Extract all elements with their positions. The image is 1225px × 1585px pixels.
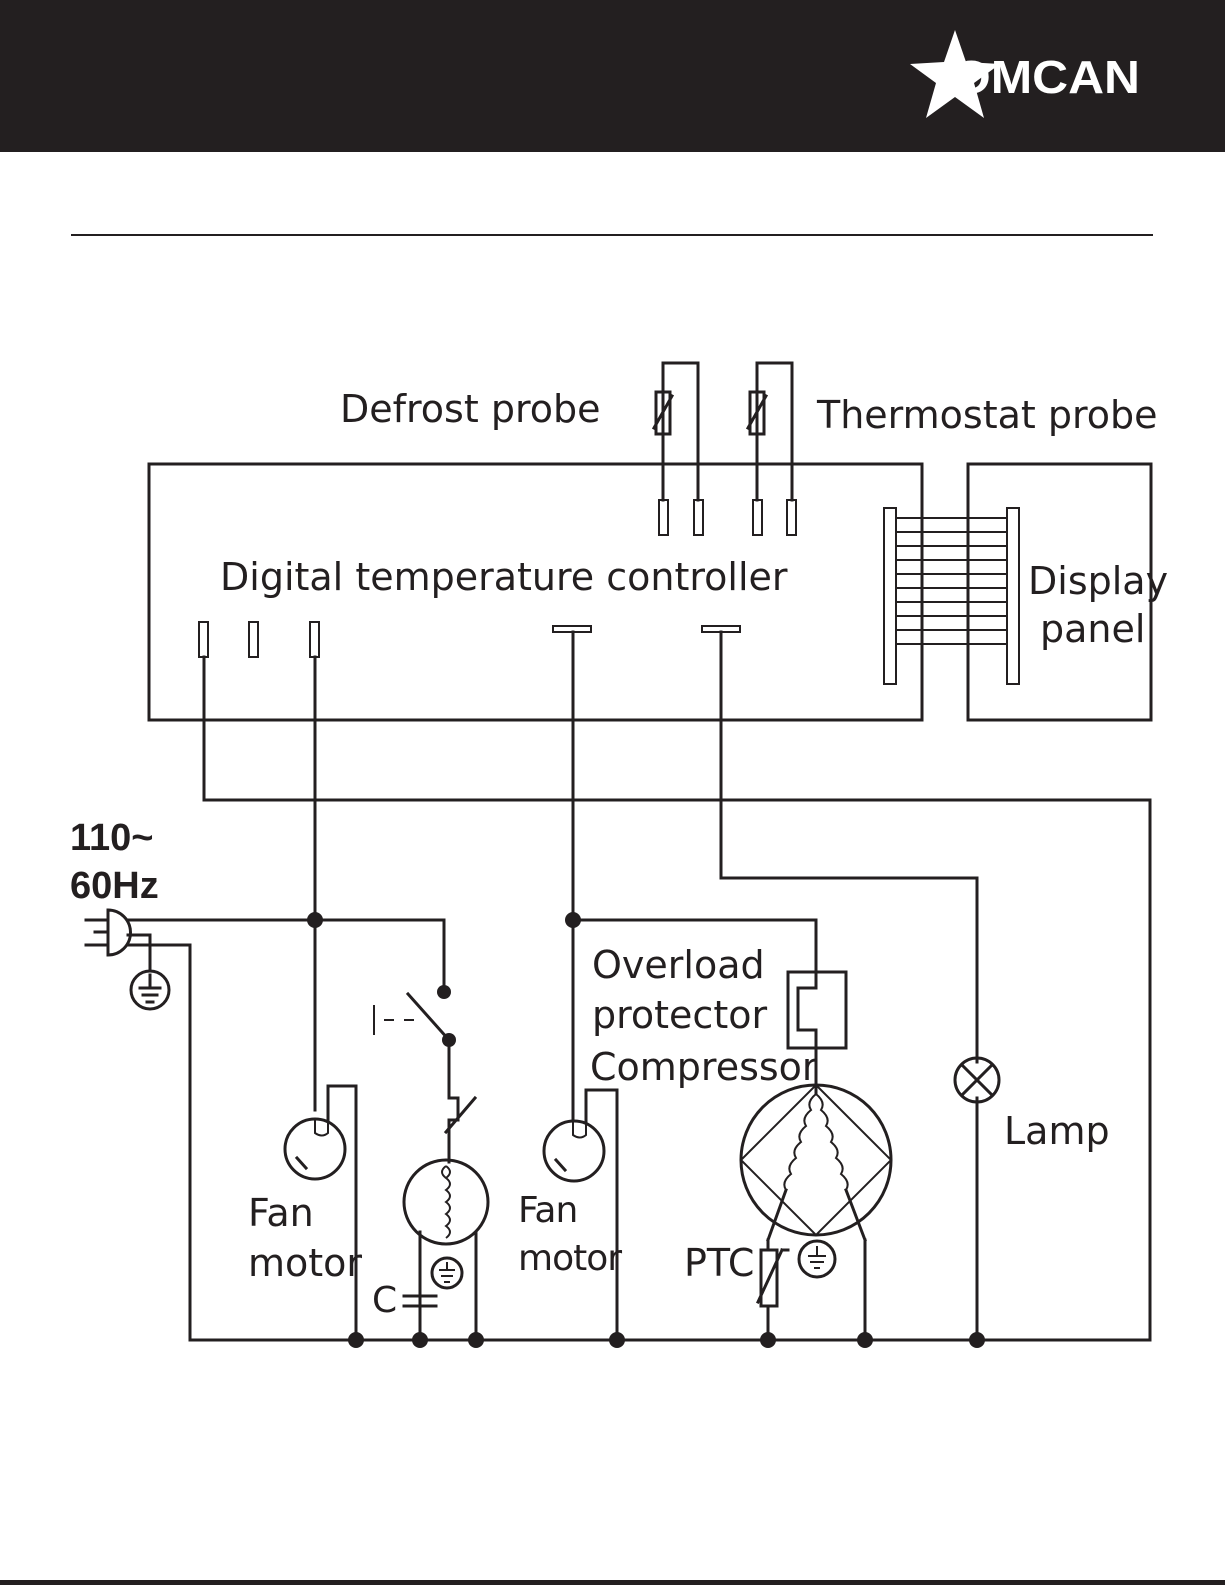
defrost-probe-label: Defrost probe (340, 387, 601, 431)
probe-terminals (659, 500, 796, 535)
lamp-symbol (955, 1058, 999, 1102)
display-label-line2: panel (1040, 607, 1145, 651)
compressor-symbol (741, 1085, 891, 1340)
power-plug-icon (86, 910, 169, 1009)
door-switch-symbol (374, 985, 475, 1162)
ptc-symbol (758, 1240, 788, 1340)
display-ribbon-connector (884, 508, 1019, 684)
thermostat-probe-label: Thermostat probe (816, 393, 1158, 437)
overload-label-line1: Overload (592, 943, 765, 987)
fan-motor-1-label-line2: motor (248, 1241, 362, 1285)
defrost-probe-symbol (654, 363, 698, 500)
fan-motor-1-label-line1: Fan (248, 1191, 314, 1235)
capacitor-label: C (372, 1280, 396, 1321)
voltage-label: 110~ (70, 817, 154, 859)
controller-output-terminals (199, 622, 740, 657)
condenser-fan-motor-symbol (404, 1160, 488, 1340)
overload-protector-symbol (788, 972, 846, 1048)
display-label-line1: Display (1028, 559, 1168, 603)
lamp-label: Lamp (1004, 1109, 1110, 1153)
controller-label: Digital temperature controller (220, 555, 788, 599)
footer-rule (0, 1580, 1225, 1585)
fan-motor-2-label-line1: Fan (518, 1190, 577, 1231)
frequency-label: 60Hz (70, 865, 159, 907)
compressor-label: Compressor (590, 1045, 818, 1089)
ptc-label: PTC (684, 1241, 754, 1285)
overload-label-line2: protector (592, 993, 767, 1037)
fan-motor-2-label-line2: motor (518, 1238, 622, 1279)
thermostat-probe-symbol (748, 363, 792, 500)
